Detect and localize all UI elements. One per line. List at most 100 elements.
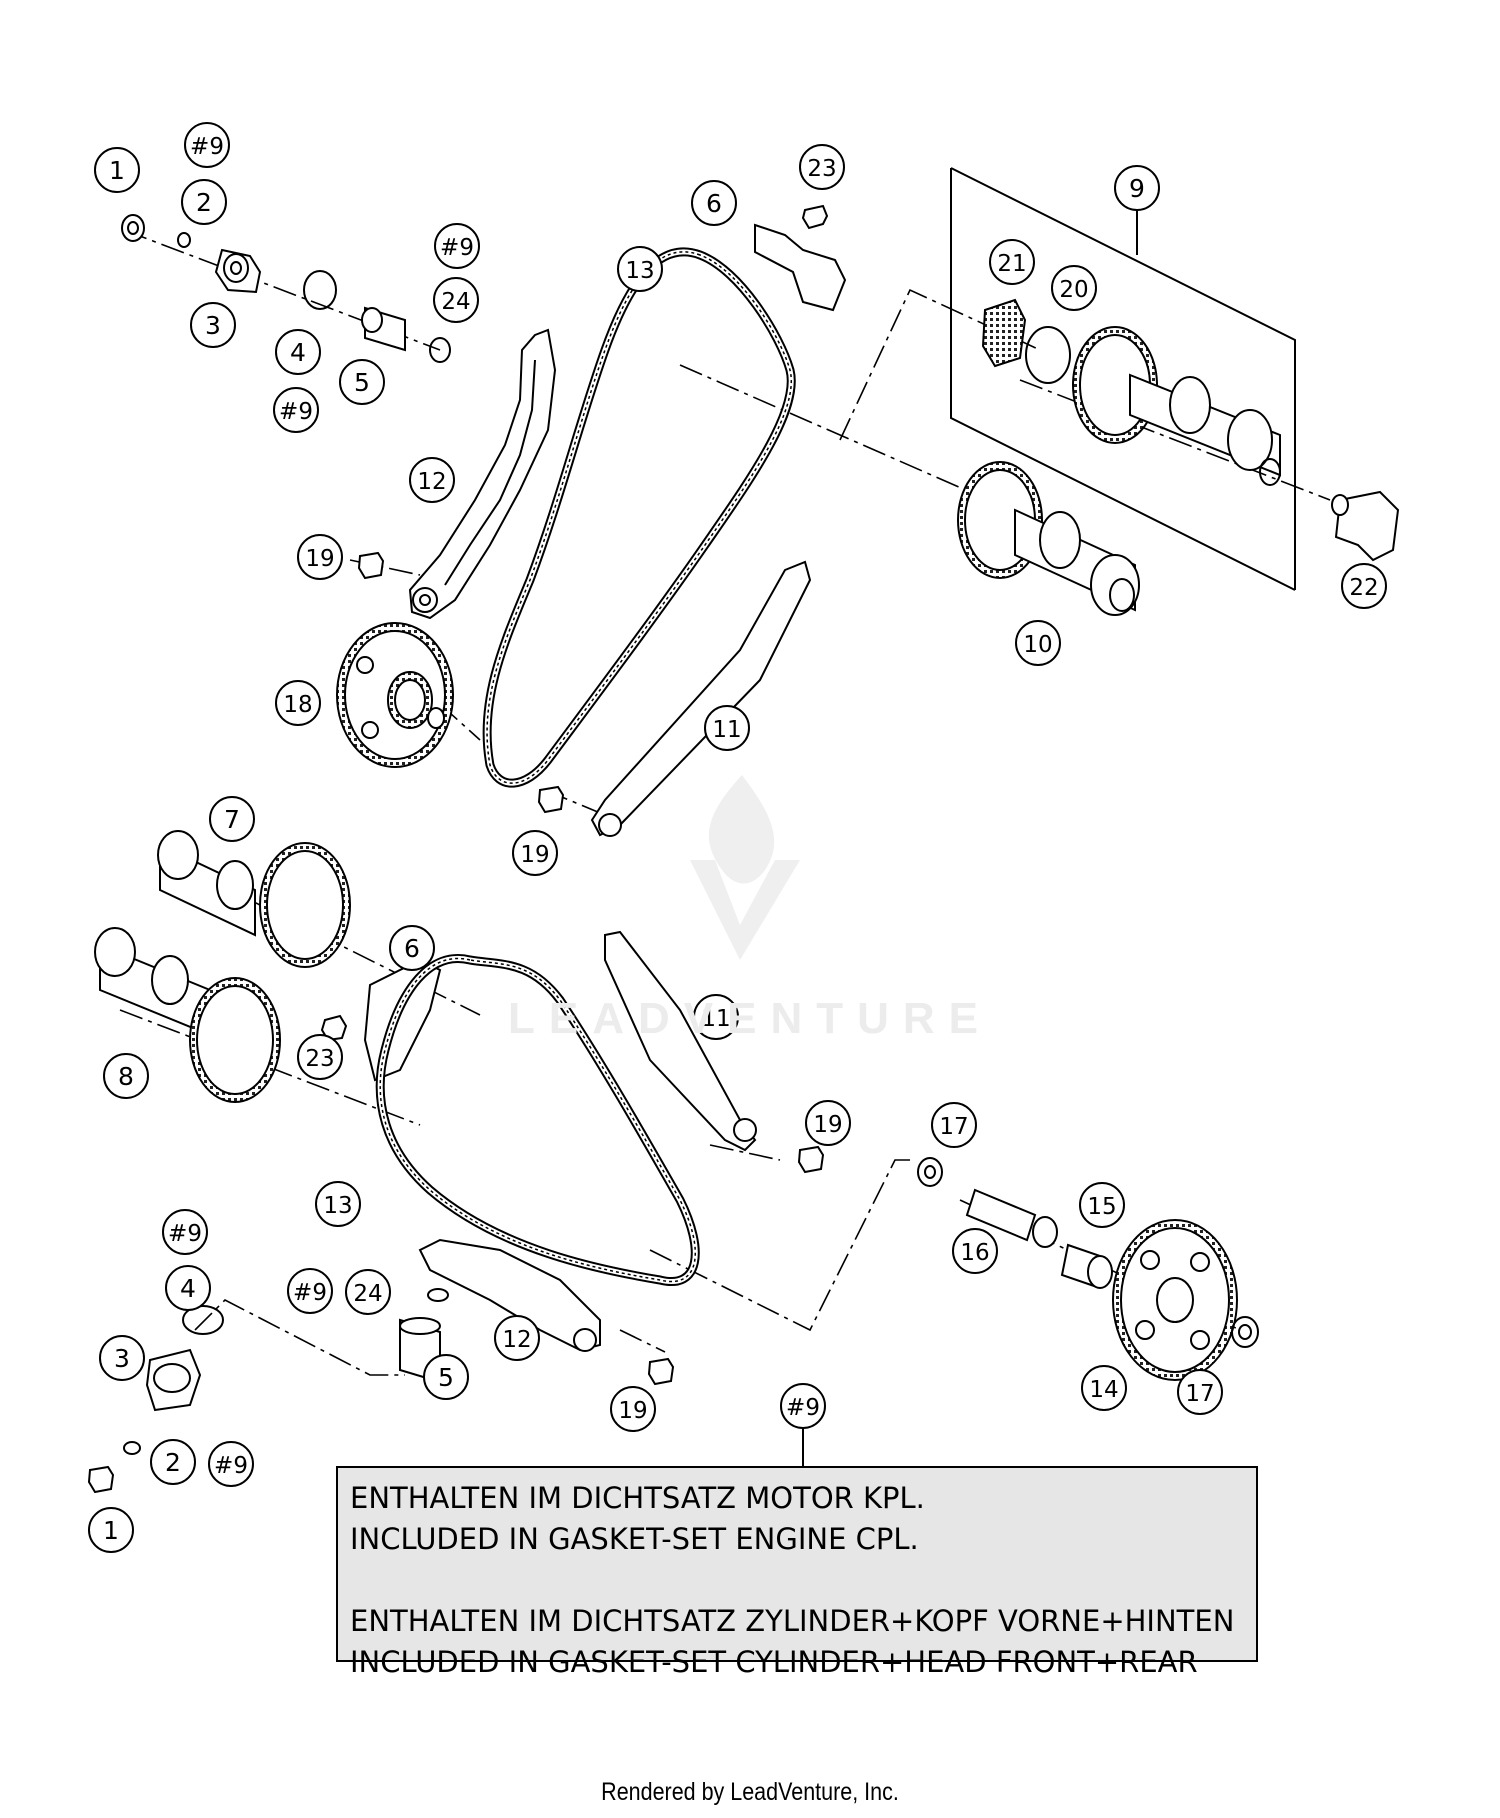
callout-label: 4 — [290, 338, 306, 367]
callout-hash9: #9 — [273, 387, 319, 433]
callout-5: 5 — [339, 359, 385, 405]
callout-circle — [94, 147, 140, 193]
bottom-tensioner-rail — [418, 1238, 675, 1386]
callout-hash9: #9 — [162, 1209, 208, 1255]
callout-label: 23 — [807, 156, 836, 182]
callout-circle — [423, 1354, 469, 1400]
bolt-19-mid — [537, 785, 565, 814]
callout-circle — [1081, 1365, 1127, 1411]
callout-13: 13 — [617, 246, 663, 292]
callout-label: 22 — [1349, 575, 1378, 601]
callout-label: 1 — [103, 1516, 119, 1545]
kit-bracket — [950, 167, 1296, 590]
sensor-22 — [1334, 490, 1400, 562]
callout-circle — [1015, 620, 1061, 666]
callout-circle — [693, 994, 739, 1040]
callout-circle — [209, 796, 255, 842]
callout-8: 8 — [103, 1053, 149, 1099]
callout-circle — [494, 1315, 540, 1361]
gear-14 — [1112, 1219, 1238, 1381]
callout-label: 15 — [1087, 1194, 1116, 1220]
callout-label: #9 — [440, 235, 474, 261]
callout-circle — [799, 144, 845, 190]
callout-circle — [610, 1386, 656, 1432]
bottom-slide-rail — [604, 930, 757, 1152]
camshaft-8 — [94, 927, 281, 1103]
callout-hash9: #9 — [184, 122, 230, 168]
callout-circle — [345, 1269, 391, 1315]
note-line-3: ENTHALTEN IM DICHTSATZ ZYLINDER+KOPF VOR… — [350, 1604, 1235, 1638]
callout-hash9: #9 — [780, 1383, 826, 1429]
callout-22: 22 — [1341, 563, 1387, 609]
callout-label: 6 — [706, 189, 722, 218]
callout-11: 11 — [704, 705, 750, 751]
callout-circle — [780, 1383, 826, 1429]
camshaft-10 — [957, 461, 1140, 616]
callout-label: #9 — [168, 1221, 202, 1247]
callout-circle — [165, 1265, 211, 1311]
bottom-assembly — [87, 830, 1259, 1494]
callout-circle — [162, 1209, 208, 1255]
callout-circle — [103, 1053, 149, 1099]
callout-hash9: #9 — [434, 223, 480, 269]
watermark-logo — [690, 775, 800, 960]
callout-circle — [1114, 165, 1160, 211]
callout-5: 5 — [423, 1354, 469, 1400]
callout-circle — [989, 239, 1035, 285]
idler-gear-18 — [336, 622, 454, 768]
callout-17: 17 — [931, 1102, 977, 1148]
callout-label: 2 — [165, 1448, 181, 1477]
callout-circle — [297, 534, 343, 580]
callout-9: 9 — [1114, 165, 1160, 211]
callout-circle — [150, 1439, 196, 1485]
callout-1: 1 — [88, 1507, 134, 1553]
callout-circle — [512, 830, 558, 876]
callout-label: 17 — [1185, 1381, 1214, 1407]
bottom-chain-guide-6 — [363, 958, 442, 1082]
callout-circle — [704, 705, 750, 751]
callout-circle — [1079, 1182, 1125, 1228]
callout-label: 13 — [323, 1193, 352, 1219]
callout-hash9: #9 — [208, 1441, 254, 1487]
callout-label: 8 — [118, 1062, 134, 1091]
callout-19: 19 — [512, 830, 558, 876]
callout-label: 17 — [939, 1114, 968, 1140]
camshaft-7 — [157, 830, 351, 968]
callout-circle — [617, 246, 663, 292]
callout-12: 12 — [494, 1315, 540, 1361]
callout-label: 4 — [180, 1274, 196, 1303]
callout-circle — [805, 1100, 851, 1146]
callout-circle — [297, 1034, 343, 1080]
note-line-4: INCLUDED IN GASKET-SET CYLINDER+HEAD FRO… — [350, 1645, 1198, 1679]
callout-label: 19 — [520, 842, 549, 868]
callout-label: 12 — [502, 1327, 531, 1353]
callout-19: 19 — [297, 534, 343, 580]
callout-circle — [275, 329, 321, 375]
callout-19: 19 — [610, 1386, 656, 1432]
callout-circle — [389, 925, 435, 971]
callout-circle — [433, 277, 479, 323]
callout-20: 20 — [1051, 265, 1097, 311]
callout-4: 4 — [275, 329, 321, 375]
callout-circle — [287, 1268, 333, 1314]
callout-24: 24 — [433, 277, 479, 323]
callout-label: 5 — [354, 368, 370, 397]
callout-circle — [88, 1507, 134, 1553]
callout-label: 5 — [438, 1363, 454, 1392]
camshaft-9 — [1072, 326, 1281, 486]
callout-label: 18 — [283, 692, 312, 718]
callout-circle — [208, 1441, 254, 1487]
callout-16: 16 — [952, 1228, 998, 1274]
callout-label: 24 — [353, 1281, 382, 1307]
callout-label: 14 — [1089, 1377, 1118, 1403]
callout-circle — [1177, 1369, 1223, 1415]
callout-12: 12 — [409, 457, 455, 503]
note-line-1: ENTHALTEN IM DICHTSATZ MOTOR KPL. — [350, 1481, 925, 1515]
part-21 — [981, 298, 1027, 368]
callout-circle — [339, 359, 385, 405]
callout-3: 3 — [99, 1335, 145, 1381]
callout-label: 16 — [960, 1240, 989, 1266]
top-chain — [482, 247, 796, 788]
callout-label: 19 — [813, 1112, 842, 1138]
